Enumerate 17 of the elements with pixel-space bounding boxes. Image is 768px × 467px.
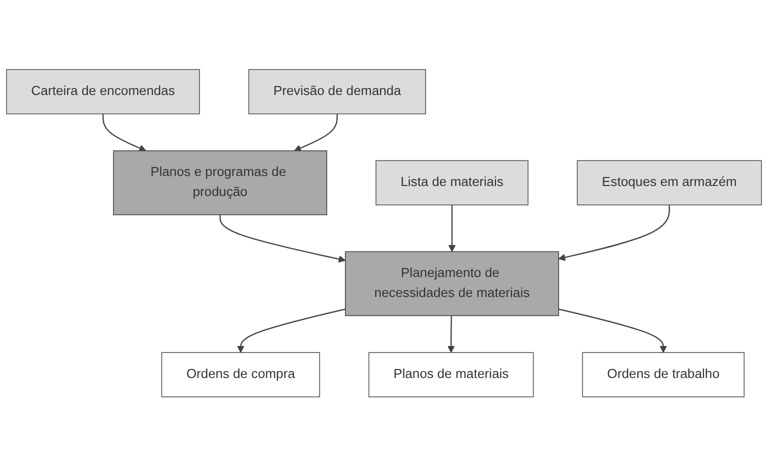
arrow — [558, 308, 667, 354]
arrow — [102, 114, 146, 152]
arrow — [448, 205, 456, 252]
node-box: Carteira de encomendas — [6, 69, 200, 115]
arrow — [220, 215, 346, 263]
node-box: Previsão de demanda — [248, 69, 426, 115]
node-box: Planejamento de necessidades de materiais — [344, 252, 560, 316]
arrow — [558, 205, 670, 262]
node-box: Lista de materiais — [376, 160, 528, 206]
node-box: Planos e programas de produção — [113, 150, 328, 216]
node-box: Ordens de trabalho — [582, 352, 745, 398]
arrow — [447, 316, 455, 354]
node-box: Ordens de compra — [161, 352, 320, 398]
arrow — [237, 308, 346, 354]
node-box: Planos de materiais — [368, 352, 534, 398]
arrow — [294, 114, 338, 152]
node-box: Estoques em armazém — [576, 160, 762, 206]
